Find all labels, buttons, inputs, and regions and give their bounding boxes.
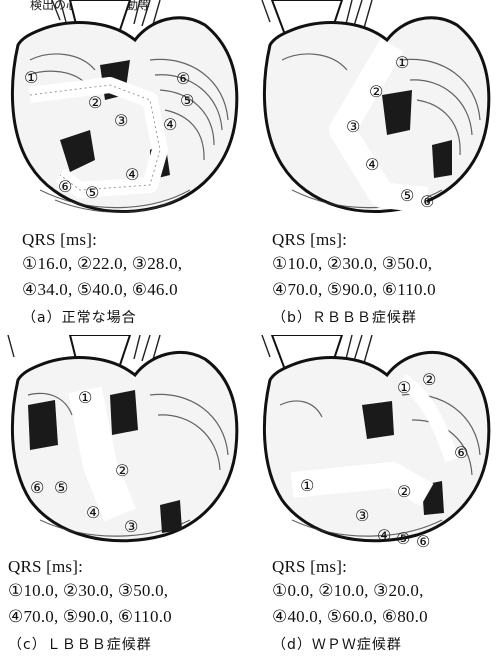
marker-1: ① <box>78 388 92 407</box>
marker-2: ② <box>422 370 436 389</box>
marker-6: ⑥ <box>420 192 434 211</box>
marker-6: ⑥ <box>176 69 190 88</box>
marker-1: ① <box>24 68 38 87</box>
marker-5: ⑤ <box>400 186 414 205</box>
marker-6b: ⑥ <box>58 177 72 196</box>
panel-lbbb: ① ② ③ ④ ⑤ ⑥ QRS [ms]: ①10.0, ②30.0, ③50.… <box>0 335 245 659</box>
marker-2b: ② <box>397 482 411 501</box>
marker-4: ④ <box>86 503 100 522</box>
marker-3: ③ <box>124 517 138 536</box>
caption-rbbb: （b）ＲＢＢＢ症候群 <box>272 307 417 327</box>
panel-rbbb: ① ② ③ ④ ⑤ ⑥ QRS [ms]: ①10.0, ②30.0, ③50.… <box>252 0 497 330</box>
qrs-values-line-2: ④70.0, ⑤90.0, ⑥110.0 <box>8 607 172 627</box>
heart-diagram-wpw: ① ② ⑥ ① ② ③ ④ ⑤ ⑥ <box>252 335 497 555</box>
marker-1: ① <box>397 378 411 397</box>
marker-5: ⑤ <box>180 91 194 110</box>
marker-6: ⑥ <box>454 443 468 462</box>
marker-5b: ⑤ <box>85 183 99 202</box>
qrs-values-line-1: ①10.0, ②30.0, ③50.0, <box>8 581 168 601</box>
marker-4: ④ <box>365 155 379 174</box>
marker-3: ③ <box>355 506 369 525</box>
qrs-values-line-1: ①10.0, ②30.0, ③50.0, <box>272 254 432 274</box>
marker-5: ⑤ <box>396 529 410 548</box>
qrs-label: QRS [ms]: <box>22 230 97 250</box>
marker-4: ④ <box>377 526 391 545</box>
marker-1: ① <box>395 53 409 72</box>
qrs-label: QRS [ms]: <box>272 557 347 577</box>
marker-1b: ① <box>300 476 314 495</box>
qrs-values-line-1: ①0.0, ②10.0, ③20.0, <box>272 581 424 601</box>
qrs-values-line-2: ④34.0, ⑤40.0, ⑥46.0 <box>22 280 178 300</box>
marker-3: ③ <box>114 111 128 130</box>
caption-lbbb: （c）ＬＢＢＢ症候群 <box>8 634 152 654</box>
caption-wpw: （d）ＷＰＷ症候群 <box>272 634 402 654</box>
qrs-label: QRS [ms]: <box>8 557 83 577</box>
marker-2: ② <box>369 82 383 101</box>
heart-diagram-lbbb: ① ② ③ ④ ⑤ ⑥ <box>0 335 245 555</box>
marker-6b: ⑥ <box>416 532 430 551</box>
panel-normal: ① ② ③ ④ ⑤ ⑥ ④ ⑤ ⑥ QRS [ms]: ①16.0, ②22.0… <box>0 0 245 330</box>
marker-6: ⑥ <box>30 478 44 497</box>
panel-wpw: ① ② ⑥ ① ② ③ ④ ⑤ ⑥ QRS [ms]: ①0.0, ②10.0,… <box>252 335 497 659</box>
qrs-label: QRS [ms]: <box>272 230 347 250</box>
marker-3: ③ <box>346 117 360 136</box>
caption-normal: （a）正常な場合 <box>22 307 137 327</box>
marker-2: ② <box>115 461 129 480</box>
marker-4b: ④ <box>125 165 139 184</box>
heart-diagram-normal: ① ② ③ ④ ⑤ ⑥ ④ ⑤ ⑥ <box>0 0 245 225</box>
heart-diagram-rbbb: ① ② ③ ④ ⑤ ⑥ <box>252 0 497 225</box>
marker-5: ⑤ <box>54 478 68 497</box>
qrs-values-line-2: ④40.0, ⑤60.0, ⑥80.0 <box>272 607 428 627</box>
qrs-values-line-2: ④70.0, ⑤90.0, ⑥110.0 <box>272 280 436 300</box>
qrs-values-line-1: ①16.0, ②22.0, ③28.0, <box>22 254 182 274</box>
marker-2: ② <box>88 93 102 112</box>
marker-4: ④ <box>163 115 177 134</box>
